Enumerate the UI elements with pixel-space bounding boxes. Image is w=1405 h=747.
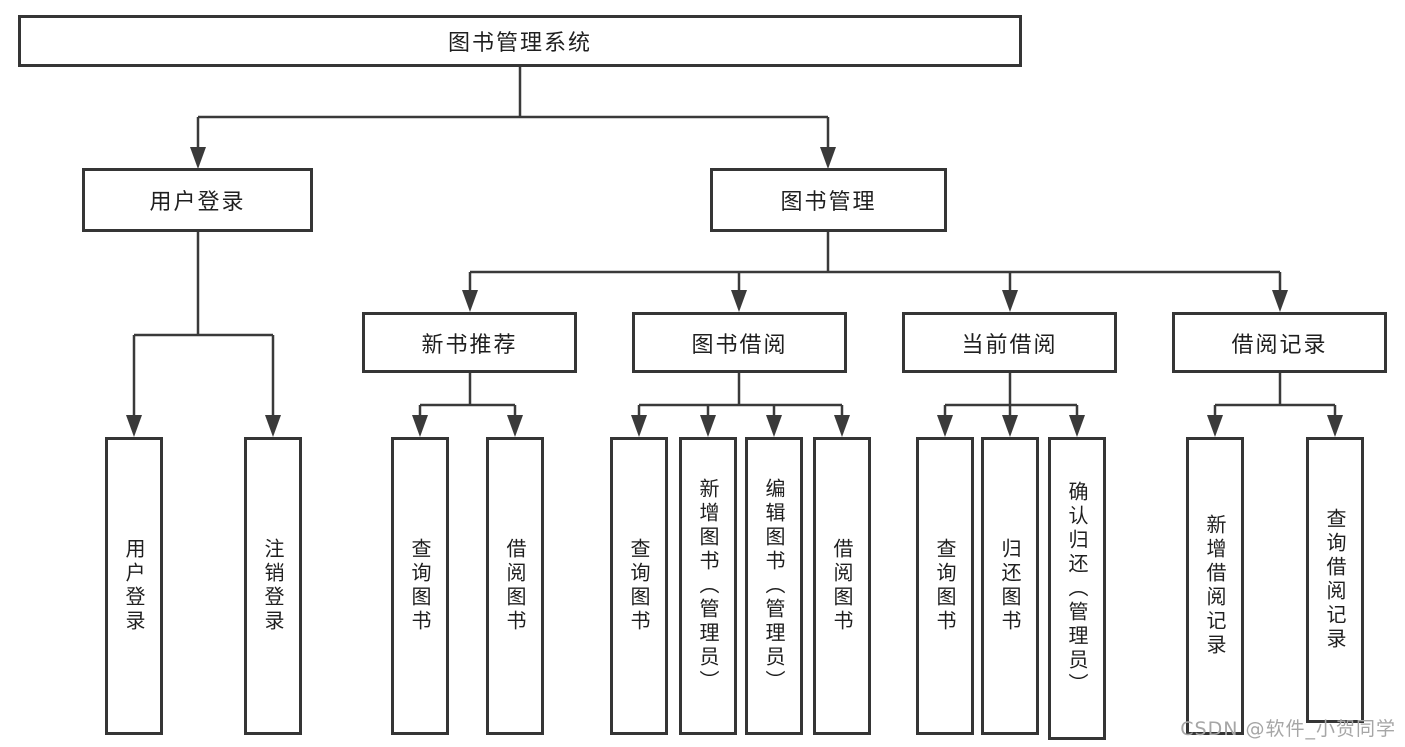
leaf-query-book-recommend: 查询图书 — [391, 437, 449, 735]
leaf-borrow-book-recommend: 借阅图书 — [486, 437, 544, 735]
leaf-user-login: 用户登录 — [105, 437, 163, 735]
node-book-borrow: 图书借阅 — [632, 312, 847, 373]
csdn-watermark: CSDN @软件_小贺同学 — [1180, 718, 1396, 740]
leaf-query-book-current: 查询图书 — [916, 437, 974, 735]
node-new-book-recommend: 新书推荐 — [362, 312, 577, 373]
node-current-borrow: 当前借阅 — [902, 312, 1117, 373]
leaf-logout: 注销登录 — [244, 437, 302, 735]
leaf-return-book: 归还图书 — [981, 437, 1039, 735]
leaf-confirm-return-admin: 确认归还（管理员） — [1048, 437, 1106, 740]
leaf-add-book-admin: 新增图书（管理员） — [679, 437, 737, 735]
leaf-query-book-borrow: 查询图书 — [610, 437, 668, 735]
node-root-library-management-system: 图书管理系统 — [18, 15, 1022, 67]
leaf-edit-book-admin: 编辑图书（管理员） — [745, 437, 803, 735]
node-book-management-branch: 图书管理 — [710, 168, 947, 232]
leaf-query-borrow-record: 查询借阅记录 — [1306, 437, 1364, 723]
leaf-add-borrow-record: 新增借阅记录 — [1186, 437, 1244, 735]
node-borrow-records: 借阅记录 — [1172, 312, 1387, 373]
node-user-login-branch: 用户登录 — [82, 168, 313, 232]
leaf-borrow-book: 借阅图书 — [813, 437, 871, 735]
